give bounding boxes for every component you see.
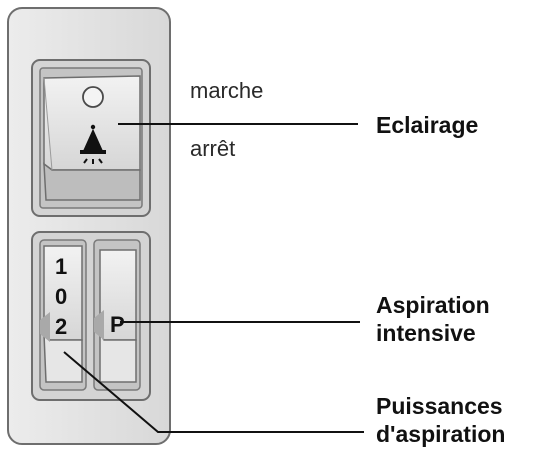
boost-switch-label: P (110, 312, 125, 337)
speeds-label-line2: d'aspiration (376, 421, 506, 447)
boost-switch[interactable] (93, 239, 141, 391)
off-label: arrêt (190, 136, 236, 161)
speeds-label-line1: Puissances (376, 393, 503, 419)
indicator-circle-icon (82, 86, 104, 108)
speed-position-2: 2 (55, 314, 68, 339)
boost-label-line2: intensive (376, 320, 476, 346)
speed-position-1: 1 (55, 254, 68, 279)
lighting-label: Eclairage (376, 112, 479, 138)
lamp-icon (80, 124, 106, 164)
on-label: marche (190, 78, 264, 103)
speed-switch[interactable] (39, 239, 87, 391)
speed-position-0: 0 (55, 284, 68, 309)
boost-label-line1: Aspiration (376, 292, 490, 318)
leader-line-speeds (63, 351, 364, 433)
light-switch[interactable] (43, 75, 141, 201)
